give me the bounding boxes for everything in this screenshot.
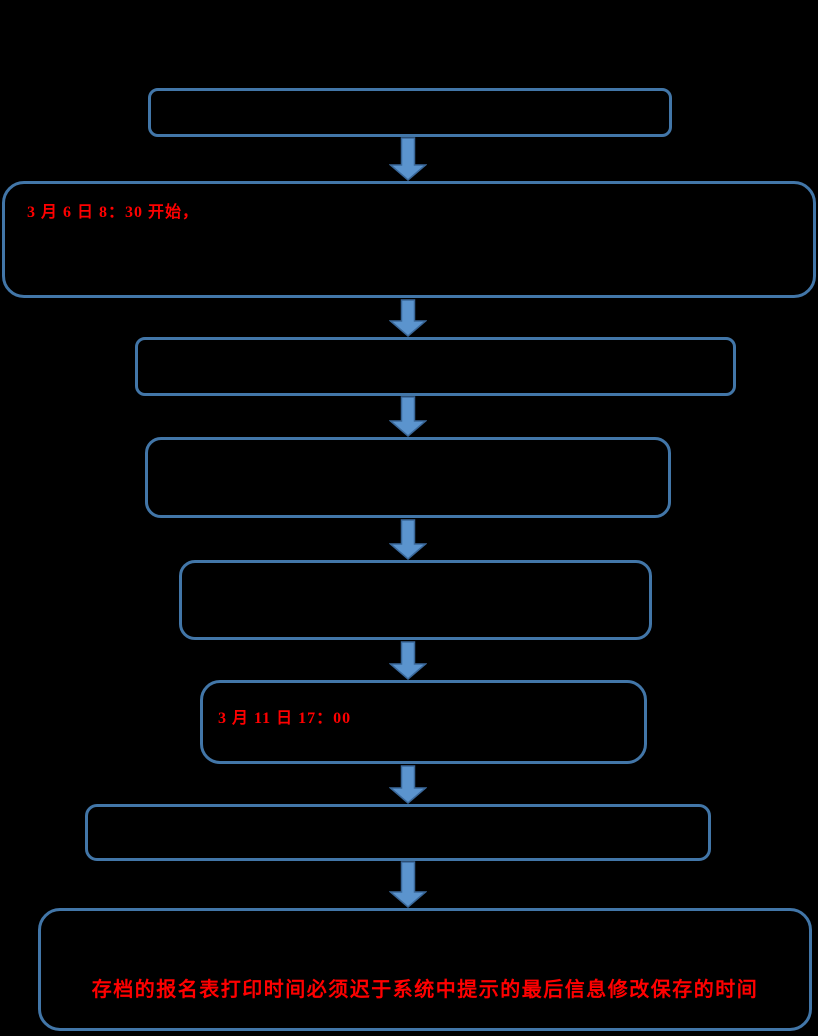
flow-step-8-label: 存档的报名表打印时间必须迟于系统中提示的最后信息修改保存的时间 xyxy=(91,979,759,1001)
flow-step-3 xyxy=(135,337,736,396)
flow-step-8: 存档的报名表打印时间必须迟于系统中提示的最后信息修改保存的时间 xyxy=(38,908,812,1031)
arrow-down-icon xyxy=(389,396,427,437)
flow-step-2: 3 月 6 日 8：30 开始， xyxy=(2,181,816,298)
arrow-down-icon xyxy=(389,641,427,680)
arrow-down-icon xyxy=(389,765,427,804)
flow-step-7 xyxy=(85,804,711,861)
arrow-down-icon xyxy=(389,299,427,337)
arrow-down-icon xyxy=(389,861,427,908)
flow-step-6-label: 3 月 11 日 17：00 xyxy=(218,710,352,727)
arrow-down-icon xyxy=(389,137,427,181)
flow-step-2-label: 3 月 6 日 8：30 开始， xyxy=(27,204,200,221)
flow-step-5 xyxy=(179,560,652,640)
flow-step-1 xyxy=(148,88,672,137)
arrow-down-icon xyxy=(389,519,427,560)
flow-step-4 xyxy=(145,437,671,518)
flow-step-6: 3 月 11 日 17：00 xyxy=(200,680,647,764)
